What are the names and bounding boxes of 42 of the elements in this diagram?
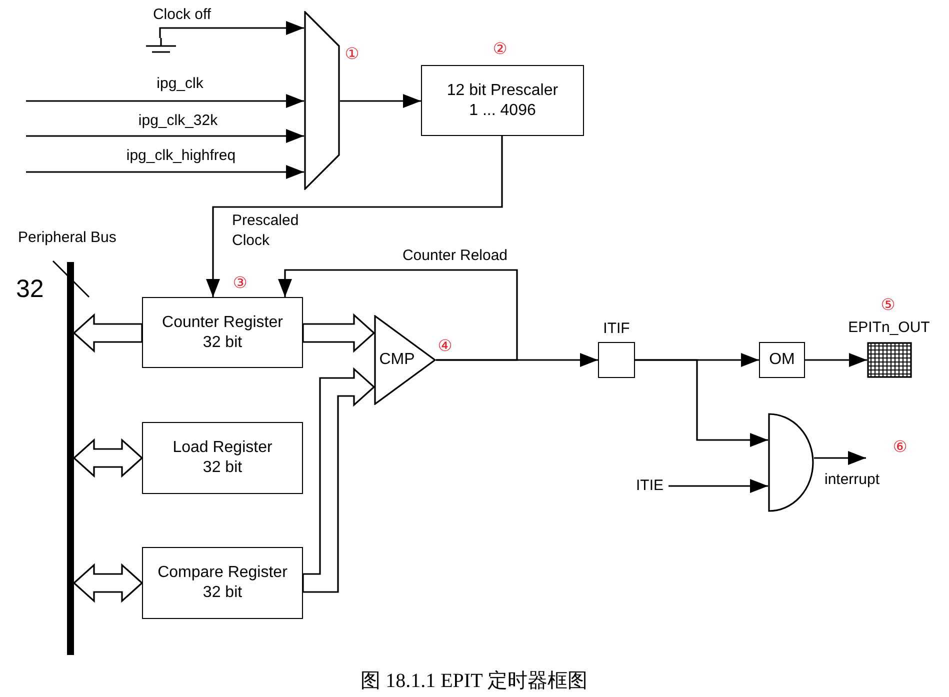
block-arrow (302, 313, 376, 353)
register-box: Counter Register 32 bit (142, 297, 303, 368)
edge-label: ipg_clk (156, 75, 204, 93)
edge-label: ipg_clk_highfreq (126, 147, 236, 165)
ground-symbol (146, 38, 176, 54)
block-arrow (302, 367, 376, 593)
arrow (814, 451, 866, 465)
hatched-pad (867, 342, 912, 378)
arrow (206, 136, 503, 297)
bus-width-label: 32 (16, 275, 44, 303)
callout-number: ④ (438, 337, 452, 355)
arrow (26, 94, 304, 108)
arrow (278, 269, 518, 361)
edge-label: ipg_clk_32k (138, 112, 218, 130)
callout-number: ⑥ (892, 438, 908, 456)
arrow (26, 165, 304, 179)
callout-number: ② (492, 40, 508, 58)
multiplexer (304, 11, 340, 190)
arrow (668, 479, 768, 493)
and-gate (768, 413, 814, 512)
block-arrow (72, 438, 144, 478)
comparator-triangle: CMP (374, 315, 436, 405)
flag-label: ITIF (603, 320, 630, 338)
edge-label: interrupt (824, 471, 880, 489)
arrow (635, 359, 768, 447)
block-arrow (72, 563, 144, 603)
arrow (805, 353, 867, 367)
arrow (340, 94, 421, 108)
caption: 图 18.1.1 EPIT 定时器框图 (360, 669, 588, 693)
prescaler-box: 12 bit Prescaler 1 ... 4096 (421, 65, 584, 136)
arrow (159, 21, 304, 38)
logic-box: OM (759, 342, 805, 378)
register-box: Load Register 32 bit (142, 422, 303, 494)
callout-number: ⑤ (880, 296, 896, 314)
callout-number: ① (344, 45, 360, 63)
arrow (26, 129, 304, 143)
signal-label: ITIE (636, 477, 664, 495)
bus-label: Peripheral Bus (18, 229, 116, 247)
pin-label: EPITn_OUT (848, 319, 930, 337)
block-arrow (72, 313, 143, 353)
register-box: Compare Register 32 bit (142, 547, 303, 619)
callout-number: ③ (232, 274, 248, 292)
